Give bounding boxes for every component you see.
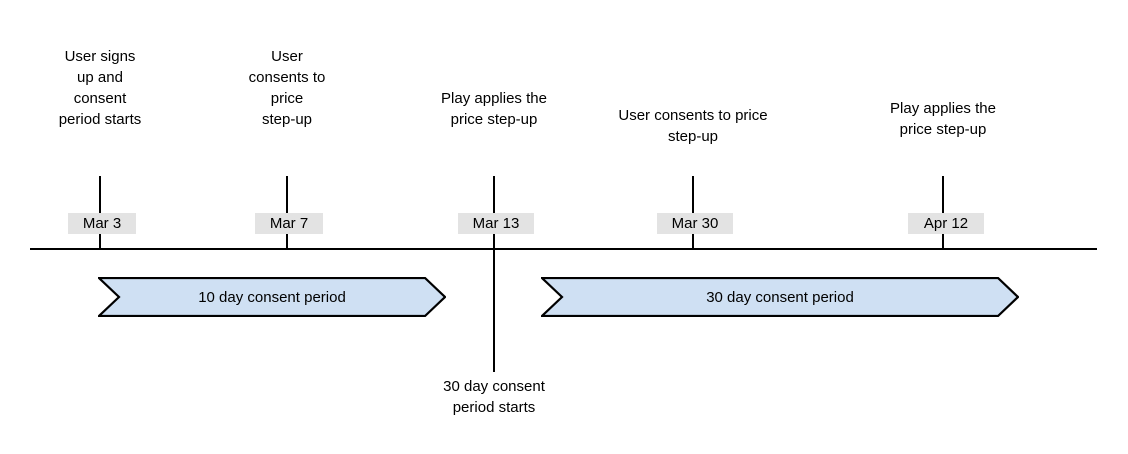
- tick-mar-3: [99, 176, 101, 249]
- date-chip-apr-12: Apr 12: [908, 213, 984, 234]
- period-banner-label-10-day: 10 day consent period: [198, 288, 346, 306]
- period-banner-10-day: 10 day consent period: [98, 277, 446, 317]
- tick-mar-13: [493, 176, 495, 249]
- timeline-axis: [30, 248, 1097, 250]
- chevron-banner-shape-icon: [541, 277, 1019, 317]
- event-caption-mar-3: User signs up and consent period starts: [58, 48, 142, 128]
- event-caption-apr-12: Play applies the price step-up: [890, 100, 996, 138]
- event-caption-mar-30: User consents to price step-up: [618, 107, 768, 145]
- date-chip-mar-13: Mar 13: [458, 213, 534, 234]
- event-caption-mar-7: User consents to price step-up: [248, 48, 326, 128]
- tick-mar-30: [692, 176, 694, 249]
- annotation-connector-line: [493, 250, 495, 372]
- annotation-30-day-period-starts: 30 day consent period starts: [443, 378, 545, 416]
- tick-mar-7: [286, 176, 288, 249]
- period-banner-30-day: 30 day consent period: [541, 277, 1019, 317]
- period-banner-label-30-day: 30 day consent period: [706, 288, 854, 306]
- tick-apr-12: [942, 176, 944, 249]
- event-caption-mar-13: Play applies the price step-up: [441, 90, 547, 128]
- date-chip-mar-30: Mar 30: [657, 213, 733, 234]
- date-chip-mar-3: Mar 3: [68, 213, 136, 234]
- chevron-banner-shape-icon: [98, 277, 446, 317]
- date-chip-mar-7: Mar 7: [255, 213, 323, 234]
